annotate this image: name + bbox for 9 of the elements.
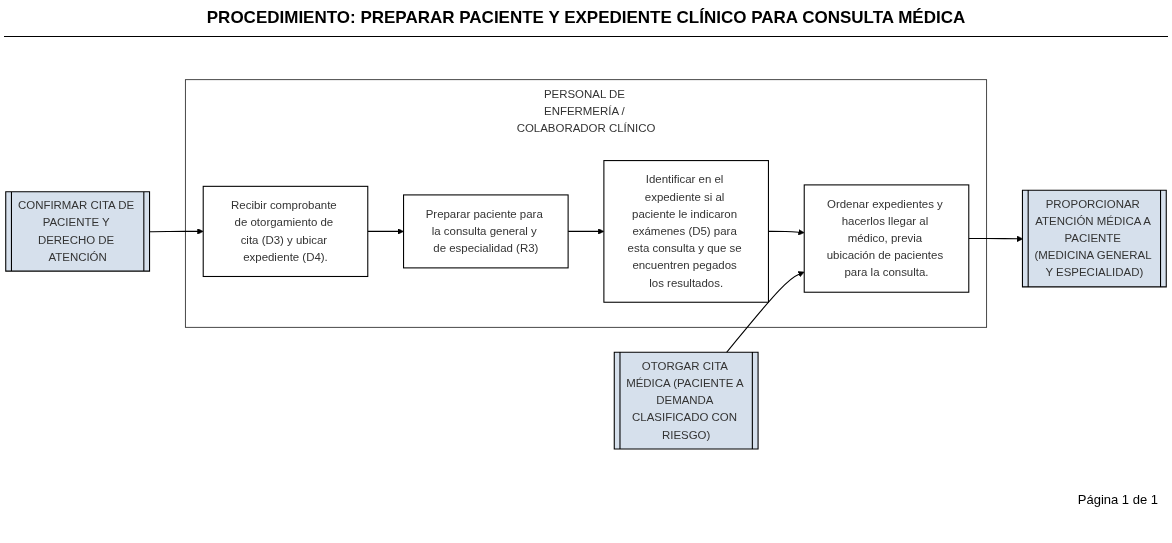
node-box: Preparar paciente para la consulta general y de especialidad (R3) [403, 194, 569, 269]
node-box: Identificar en el expediente si al paciente le indicaron exámenes (D5) para esta consulta y que se encuentren pegados los resultados. [603, 160, 769, 303]
diagram-title: PROCEDIMIENTO: PREPARAR PACIENTE Y EXPEDIENTE CLÍNICO PARA CONSULTA MÉDICA [4, 0, 1168, 37]
arrow [149, 228, 204, 235]
page-number: Página 1 de 1 [1077, 492, 1158, 507]
arrow [968, 235, 1024, 243]
node-box: Recibir comprobante de otorgamiento de cita (D3) y ubicar expediente (D4). [202, 185, 369, 278]
node-box: Ordenar expedientes y hacerlos llegar al médico, previa ubicación de pacientes para la consulta. [803, 184, 970, 293]
arrow [367, 228, 404, 235]
